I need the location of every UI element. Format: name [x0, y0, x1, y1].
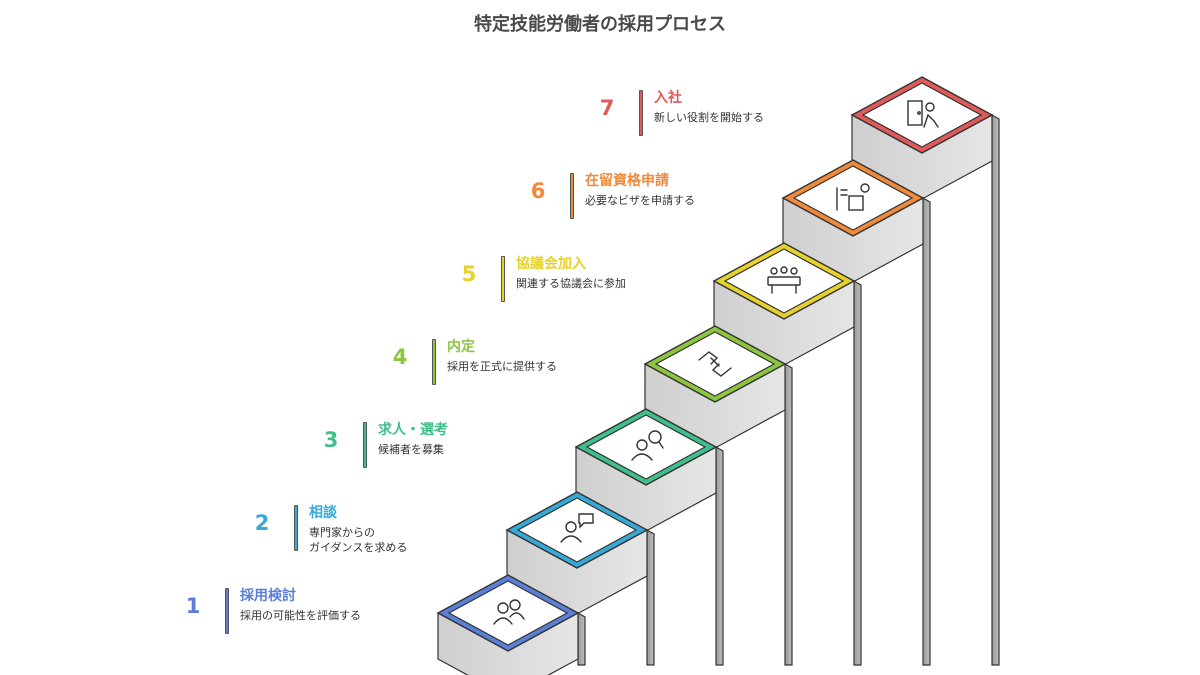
step-number: 7	[599, 96, 615, 120]
two-people-icon	[493, 599, 525, 625]
page-title: 特定技能労働者の採用プロセス	[474, 14, 726, 35]
step-title: 在留資格申請	[585, 173, 669, 189]
stair-side-face	[715, 445, 724, 666]
step-number: 5	[461, 262, 477, 286]
step-description: 専門家からの ガイダンスを求める	[309, 526, 408, 554]
meeting-table-icon	[767, 266, 801, 294]
step-title: 求人・選考	[378, 422, 448, 438]
step-accent-bar	[501, 256, 505, 302]
step-title: 相談	[309, 505, 337, 521]
step-number: 2	[254, 511, 270, 535]
step-accent-bar	[294, 505, 298, 551]
step-title: 内定	[447, 339, 475, 355]
step-title: 採用検討	[240, 588, 296, 604]
application-desk-icon	[836, 183, 870, 211]
step-tread-6	[781, 159, 925, 237]
step-description: 候補者を募集	[378, 443, 444, 456]
step-number: 6	[530, 179, 546, 203]
step-tread-7	[850, 76, 994, 154]
step-tread-2	[505, 491, 649, 569]
step-number: 1	[185, 594, 201, 618]
stair-side-face	[991, 113, 1000, 666]
entering-door-icon	[907, 100, 939, 128]
stair-side-face	[784, 362, 793, 666]
handshake-icon	[698, 351, 732, 377]
stair-treads	[436, 76, 994, 652]
step-tread-5	[712, 242, 856, 320]
step-accent-bar	[432, 339, 436, 385]
stair-side-face	[853, 279, 862, 666]
step-tread-3	[574, 408, 718, 486]
stair-side-face	[577, 611, 586, 666]
step-tread-4	[643, 325, 787, 403]
stair-side-face	[922, 196, 931, 666]
step-tread-1	[436, 574, 580, 652]
step-description: 採用の可能性を評価する	[240, 609, 361, 622]
step-accent-bar	[639, 90, 643, 136]
step-title: 協議会加入	[516, 256, 586, 272]
consultation-speech-icon	[560, 513, 594, 543]
step-number: 4	[392, 345, 408, 369]
step-description: 必要なビザを申請する	[585, 194, 695, 207]
step-accent-bar	[225, 588, 229, 634]
step-description: 関連する協議会に参加	[516, 277, 626, 290]
step-number: 3	[323, 428, 339, 452]
stair-side-face	[646, 528, 655, 666]
step-description: 新しい役割を開始する	[654, 111, 764, 124]
candidate-search-icon	[631, 430, 664, 461]
step-description: 採用を正式に提供する	[447, 360, 557, 373]
step-title: 入社	[654, 90, 682, 106]
step-accent-bar	[570, 173, 574, 219]
step-accent-bar	[363, 422, 367, 468]
